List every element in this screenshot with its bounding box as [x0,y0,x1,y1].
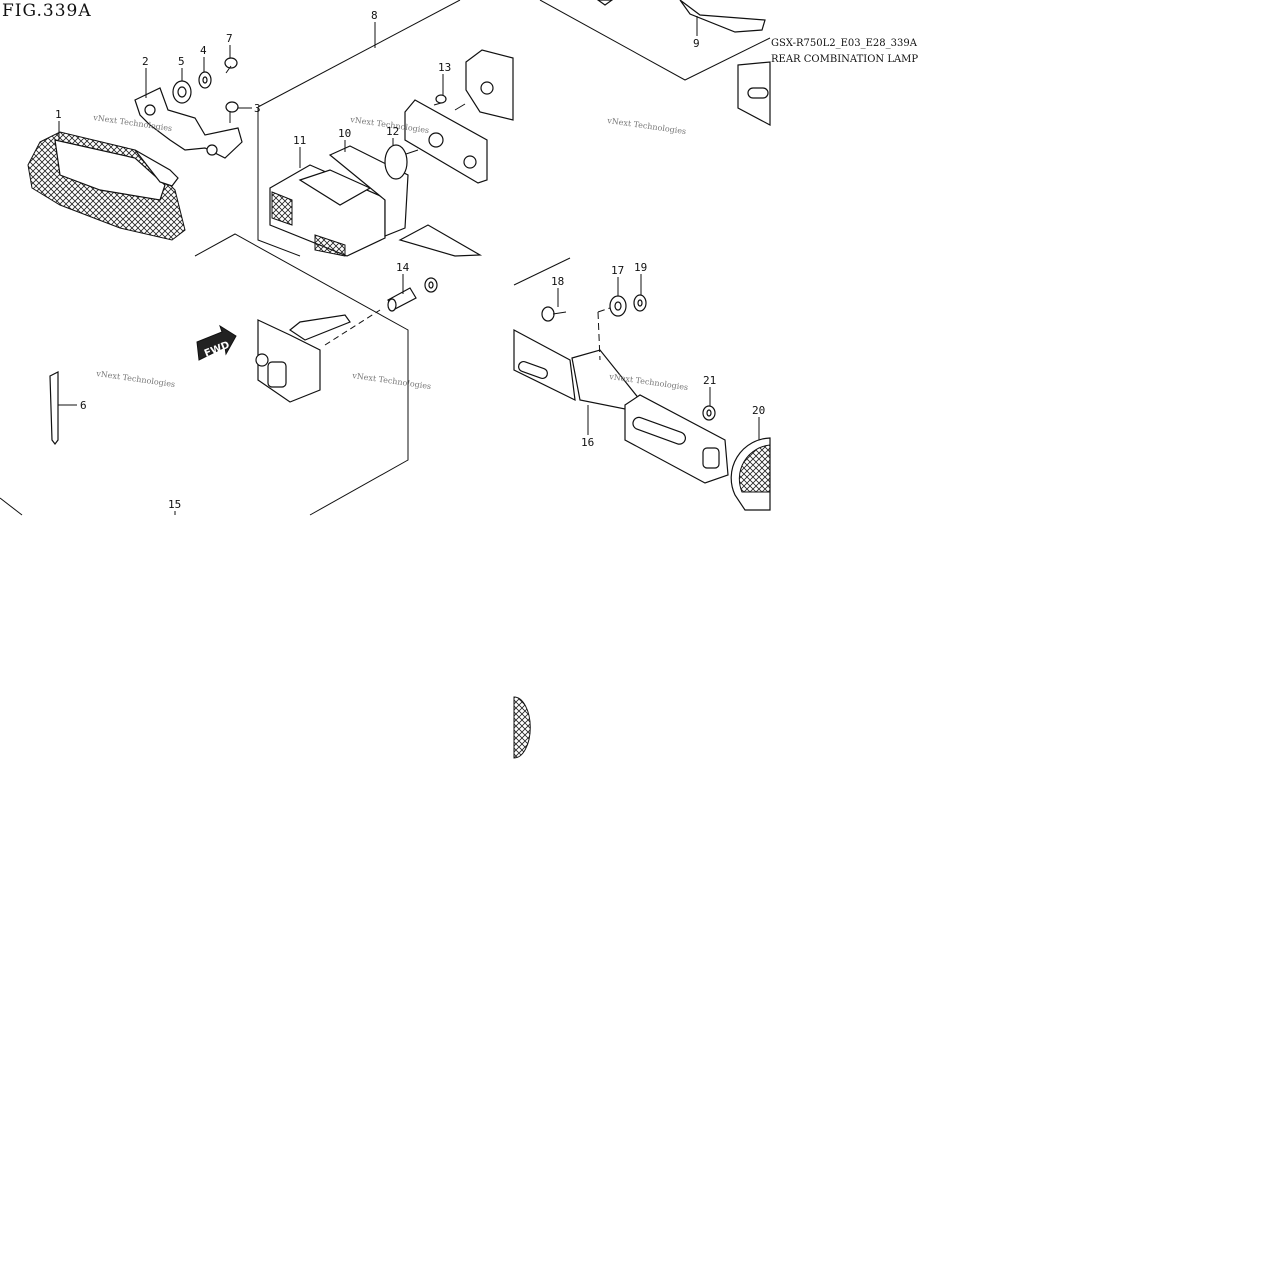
watermark-5: vNext Technologies [351,371,432,391]
screw-7 [224,57,238,74]
screw-18 [541,306,567,322]
callout-20: 20 [752,404,765,417]
nut-19 [633,294,647,312]
callout-21: 21 [703,374,716,387]
reflector-bracket [513,328,729,484]
bulb [384,144,419,180]
outline-8-top [257,0,461,108]
callout-16: 16 [581,436,594,449]
washer [198,71,212,89]
callout-1: 1 [55,108,62,121]
leader-dashed-17 [597,307,611,361]
lamp-socket [404,99,488,184]
callout-6: 6 [80,399,87,412]
watermark-4: vNext Technologies [95,369,176,389]
watermark-3: vNext Technologies [606,116,687,136]
collar [387,287,417,312]
callout-5: 5 [178,55,185,68]
turn-signal-lamp [255,314,351,403]
callout-15: 15 [168,498,181,511]
callout-7: 7 [226,32,233,45]
callout-12: 12 [386,125,399,138]
callout-14: 14 [396,261,410,274]
figure-title: FIG.339A [2,1,92,21]
license-lamp-lens [269,164,386,257]
callout-9: 9 [693,37,700,50]
fwd-arrow-icon: FWD [196,324,237,361]
callout-4: 4 [200,44,207,57]
reflector [730,437,771,511]
callout-2: 2 [142,55,149,68]
figure-code: GSX-R750L2_E03_E28_339A [771,38,918,49]
screw-3 [225,101,239,123]
outline-15 [194,233,409,516]
outline-15-left [0,497,23,516]
callout-18: 18 [551,275,564,288]
outline-16-top [513,257,571,286]
nut-21 [702,405,716,421]
outline-8-left [257,107,301,257]
connector-housing [465,49,514,121]
lamp-bracket [134,87,243,159]
callout-19: 19 [634,261,647,274]
callout-3: 3 [254,102,261,115]
side-bracket [737,61,771,126]
callout-10: 10 [338,127,351,140]
reflector-fragment [513,696,531,759]
callout-11: 11 [293,134,306,147]
tail-lamp-housing [27,131,186,241]
callout-13: 13 [438,61,451,74]
lamp-cover [398,224,483,257]
nut [424,277,438,293]
washer-17 [609,295,627,317]
screw-13 [433,94,447,106]
callout-8: 8 [371,9,378,22]
figure-name: REAR COMBINATION LAMP [771,54,918,65]
leader-dashed [324,309,381,346]
callouts: 1 2 3 4 5 6 7 8 9 10 11 12 13 14 15 16 1… [55,9,765,515]
grommet [172,80,192,104]
callout-17: 17 [611,264,624,277]
license-plate-holder [539,0,771,81]
cable-tie [49,371,59,445]
